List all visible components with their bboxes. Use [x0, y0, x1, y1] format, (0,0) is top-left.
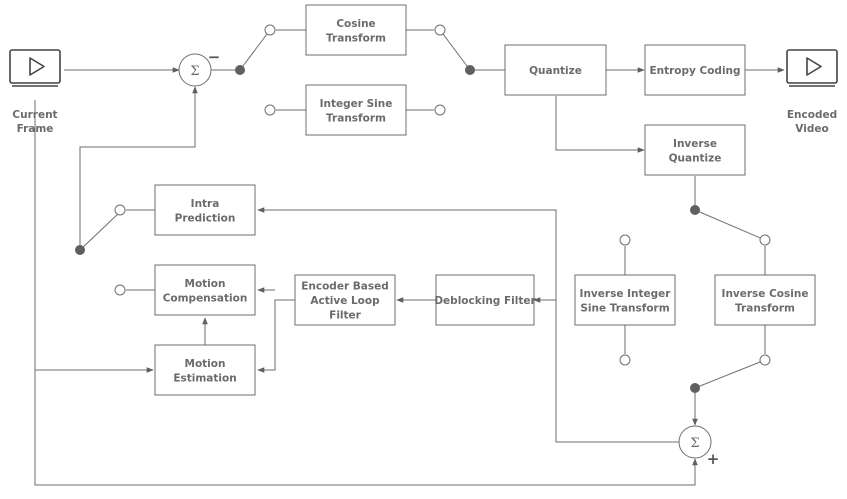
switch-contact [619, 354, 631, 366]
summer-symbol: Σ [690, 436, 699, 451]
wire-reconstruction-to-intra [257, 207, 679, 443]
switch-pivot [690, 383, 700, 393]
quantize-block: Quantize [504, 44, 607, 96]
switch-contact [619, 234, 631, 246]
wire-loop-filter-to-estimation [257, 299, 295, 373]
top-summer: Σ − [178, 48, 221, 87]
entropy-coding-block: Entropy Coding [644, 44, 746, 96]
switch-contact [114, 204, 126, 216]
switch-contact [759, 234, 771, 246]
entropy-coding-label: Entropy Coding [649, 65, 740, 77]
switch-contacts [75, 24, 771, 393]
connections [34, 29, 785, 486]
switch-contact [264, 104, 276, 116]
transform-selector-switch [239, 29, 271, 71]
switch-contact [759, 354, 771, 366]
switch-pivot [690, 205, 700, 215]
summer-symbol: Σ [190, 64, 199, 79]
switch-pivot [465, 65, 475, 75]
output-play-icon [786, 49, 838, 87]
input-play-icon [9, 49, 61, 87]
inverse-transform-input-switch [694, 209, 766, 241]
summer-minus-sign: − [208, 48, 221, 66]
quantize-label: Quantize [529, 65, 582, 77]
switch-contact [434, 24, 446, 36]
inverse-transform-output-switch [694, 359, 766, 389]
switch-contact [114, 284, 126, 296]
prediction-selector-switch [79, 212, 120, 251]
switch-pivot [75, 245, 85, 255]
deblocking-filter-label: Deblocking Filter [434, 295, 536, 307]
switch-pivot [235, 65, 245, 75]
deblocking-filter-block: Deblocking Filter [434, 274, 536, 326]
wire-quantize-to-inverse-quantize [555, 96, 645, 153]
wire-prediction-to-summer [79, 86, 198, 250]
summer-plus-sign: + [707, 450, 720, 468]
bottom-summer: Σ + [678, 425, 720, 468]
wire-input-to-bottom-summer [34, 100, 698, 486]
transform-output-switch [439, 29, 471, 71]
switch-contact [264, 24, 276, 36]
switch-contact [434, 104, 446, 116]
